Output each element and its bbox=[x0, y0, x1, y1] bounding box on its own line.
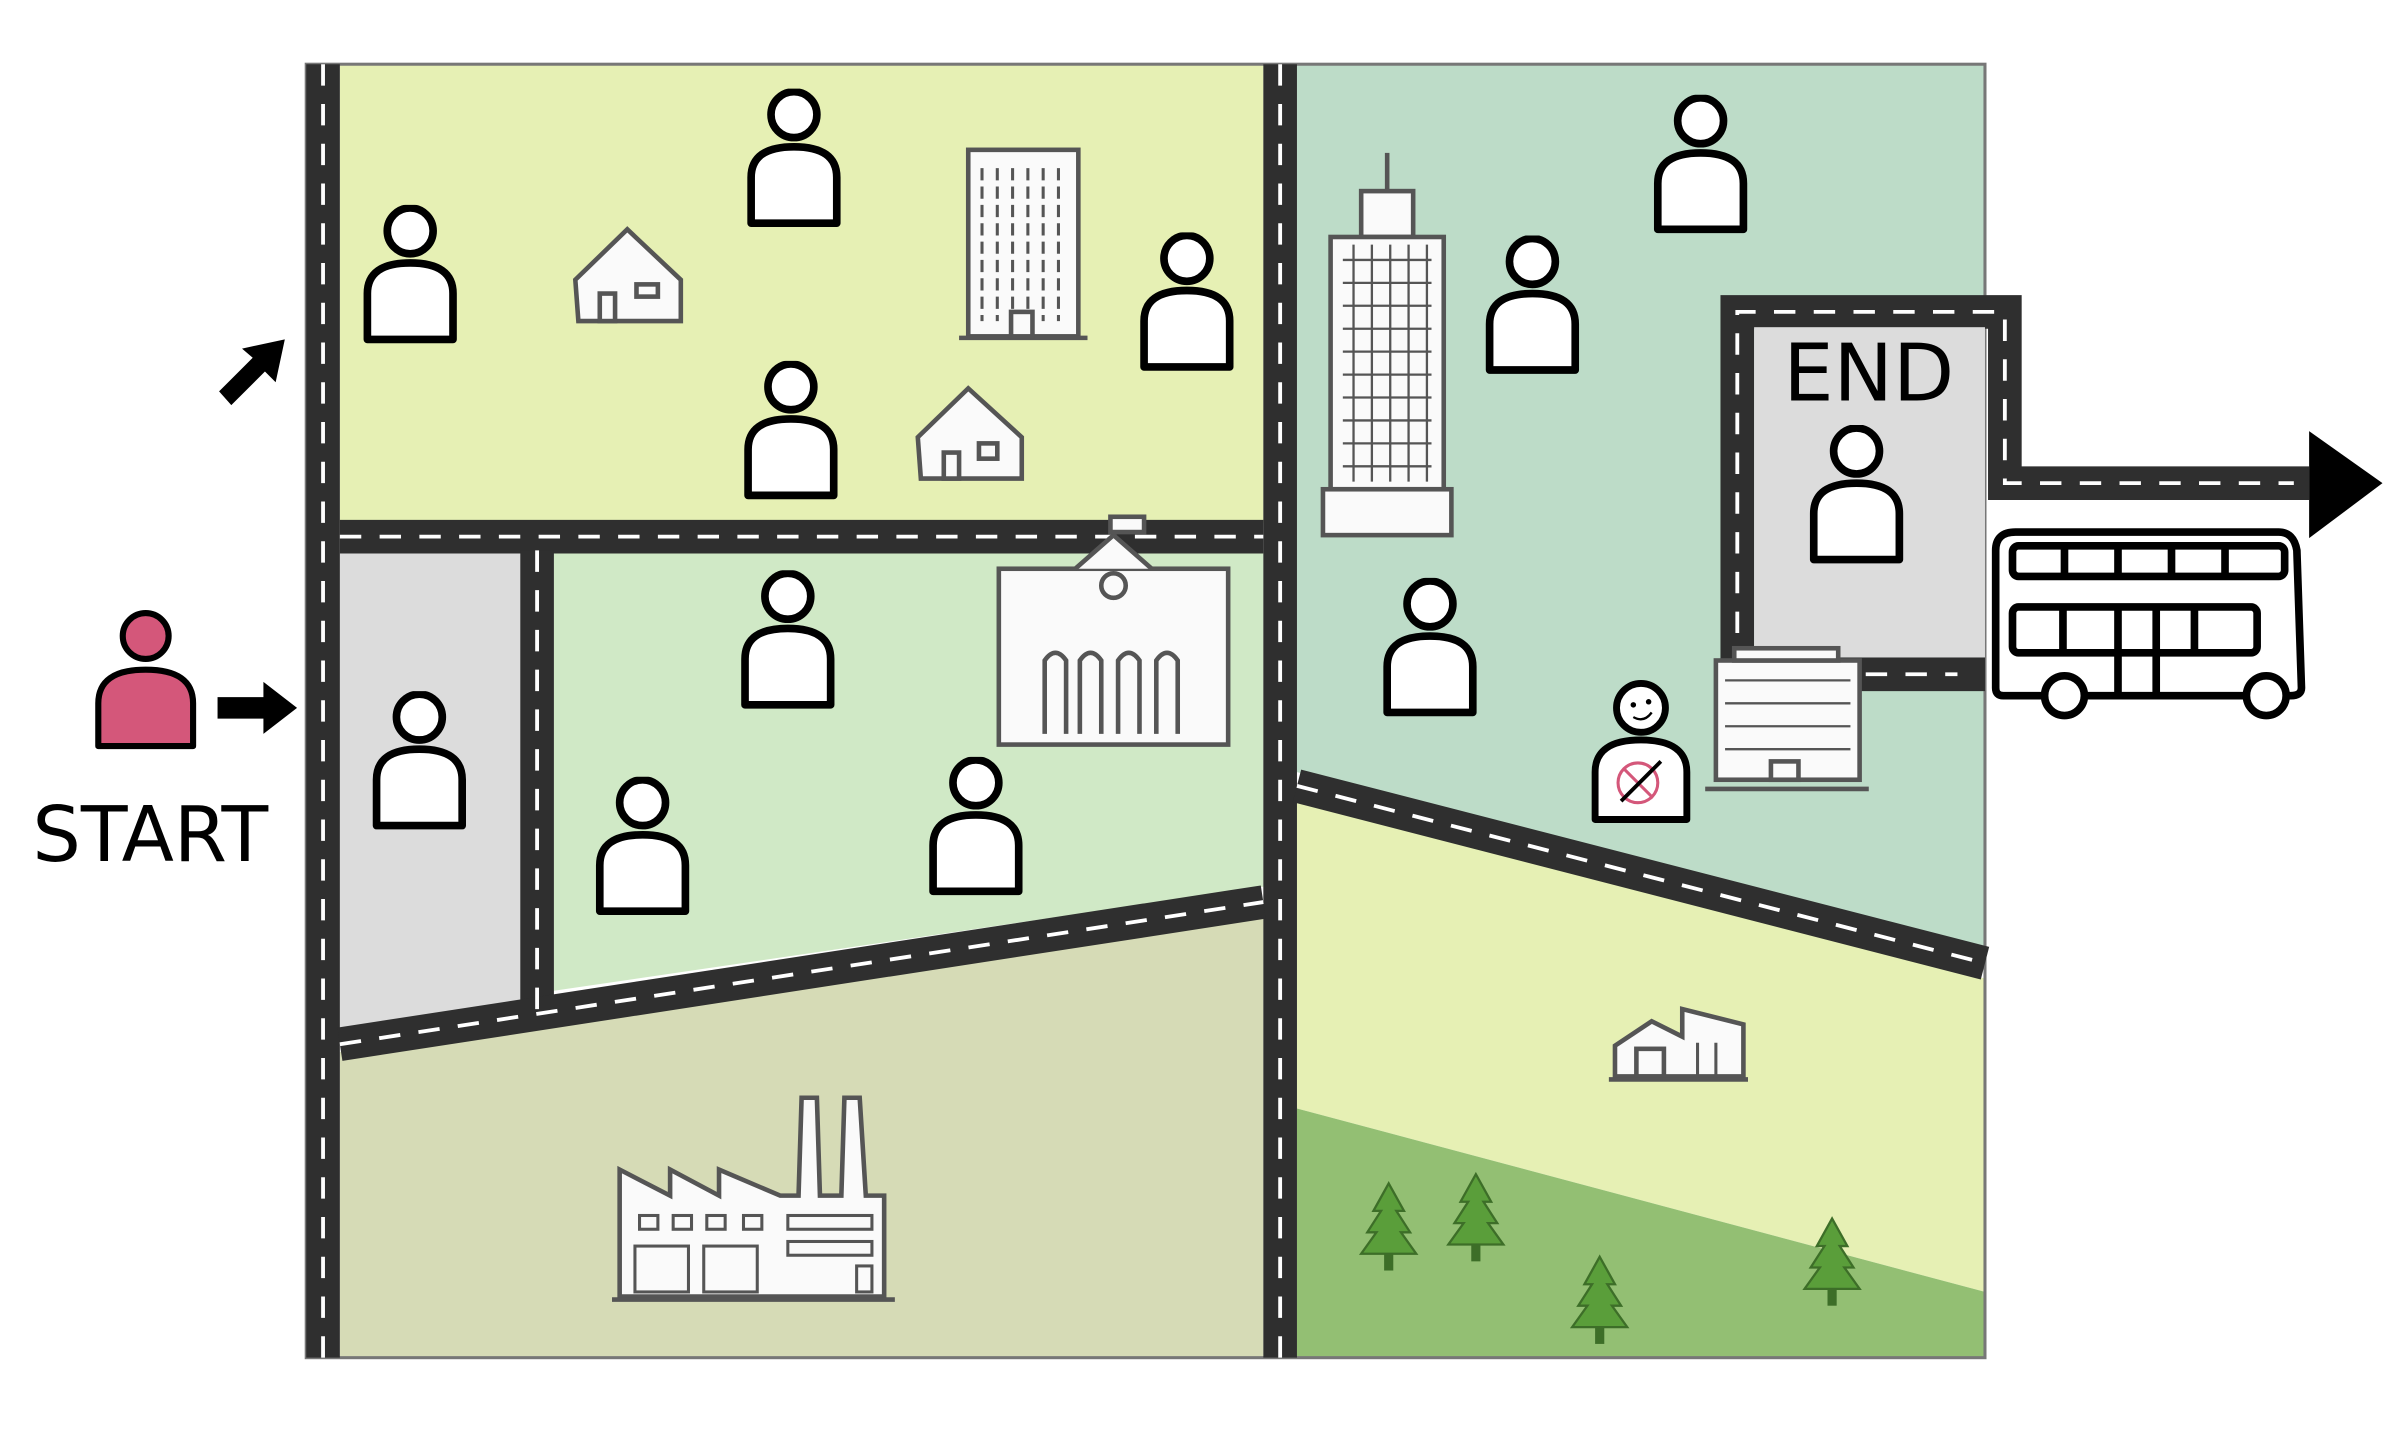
factory-icon bbox=[612, 1095, 895, 1302]
people bbox=[367, 92, 1899, 911]
exit-arrowhead-icon bbox=[2309, 431, 2383, 539]
end-label: END bbox=[1783, 327, 1954, 420]
apartment-building-icon bbox=[959, 147, 1088, 341]
small-house-icon bbox=[1608, 1006, 1748, 1082]
house-icon bbox=[915, 385, 1025, 481]
school-icon bbox=[996, 514, 1231, 747]
zone-forest bbox=[1296, 1108, 1985, 1358]
office-building-icon bbox=[1705, 645, 1869, 792]
roads bbox=[306, 64, 2310, 1358]
arrow-right-icon bbox=[217, 681, 298, 734]
double-decker-bus-icon bbox=[1991, 528, 2306, 720]
unvaccinated-person-icon bbox=[1591, 679, 1691, 823]
buildings bbox=[572, 147, 1869, 1302]
skyscraper-icon bbox=[1320, 152, 1454, 538]
arrow-diagonal-icon bbox=[219, 339, 285, 406]
start-person-icon bbox=[95, 610, 197, 750]
start-label: START bbox=[32, 791, 268, 880]
house-icon bbox=[572, 226, 684, 324]
